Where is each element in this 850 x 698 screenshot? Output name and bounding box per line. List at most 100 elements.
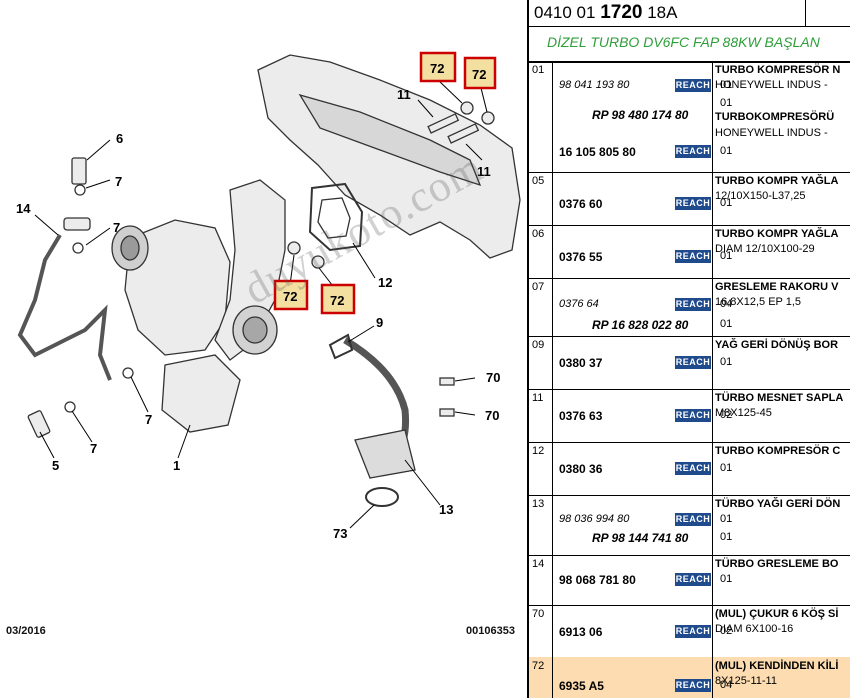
callout-11: 11 bbox=[397, 87, 411, 102]
part-reference[interactable]: 0376 55 bbox=[559, 250, 603, 264]
item-number: 11 bbox=[532, 392, 544, 404]
table-row[interactable]: 72 6935 A5 REACH 04 (MUL) KENDİNDEN KİLİ 8X12… bbox=[529, 657, 850, 698]
section-code: 0410 01 1720 18A bbox=[534, 2, 678, 23]
wastegate bbox=[161, 354, 241, 433]
part-reference[interactable]: 0376 60 bbox=[559, 197, 603, 211]
part-reference[interactable]: RP 98 144 741 80 bbox=[592, 531, 689, 545]
part-description: M8X125-45 bbox=[715, 407, 772, 419]
reach-badge: REACH bbox=[675, 462, 711, 475]
panel-header: 0410 01 1720 18A bbox=[529, 0, 850, 27]
part-reference[interactable]: RP 16 828 022 80 bbox=[592, 318, 689, 332]
reach-badge: REACH bbox=[675, 298, 711, 311]
table-row[interactable]: 12 0380 36 REACH 01 TURBO KOMPRESÖR C bbox=[529, 442, 850, 496]
callout-7: 7 bbox=[145, 412, 152, 427]
reach-badge: REACH bbox=[675, 573, 711, 586]
part-description: YAĞ GERİ DÖNÜŞ BOR bbox=[715, 339, 839, 351]
quantity: 01 bbox=[720, 356, 733, 368]
part-description: TURBO KOMPRESÖR C bbox=[715, 445, 841, 457]
diagram-date: 03/2016 bbox=[6, 625, 46, 637]
part-description: TÜRBO MESNET SAPLA bbox=[715, 392, 844, 404]
part-reference[interactable]: 98 036 994 80 bbox=[559, 513, 630, 525]
quantity: 01 bbox=[720, 513, 733, 525]
part-reference[interactable]: RP 98 480 174 80 bbox=[592, 108, 689, 122]
part-reference[interactable]: 0376 64 bbox=[559, 298, 599, 310]
part-reference[interactable]: 98 041 193 80 bbox=[559, 79, 630, 91]
table-row[interactable]: 70 6913 06 REACH 02 (MUL) ÇUKUR 6 KÖŞ Sİ DIAM… bbox=[529, 605, 850, 658]
part-reference[interactable]: 0380 36 bbox=[559, 462, 603, 476]
callout-6: 6 bbox=[116, 131, 123, 146]
part-reference[interactable]: 6913 06 bbox=[559, 625, 603, 639]
turbo-drawing: 72 72 11 11 6 7 7 14 12 72 72 9 7 70 70 … bbox=[16, 51, 521, 541]
reach-badge: REACH bbox=[675, 197, 711, 210]
part-reference[interactable]: 16 105 805 80 bbox=[559, 145, 636, 159]
quantity: 01 bbox=[720, 462, 733, 474]
callout-70: 70 bbox=[486, 370, 500, 385]
quantity: 01 bbox=[720, 197, 733, 209]
quantity: 01 bbox=[720, 573, 733, 585]
quantity: 04 bbox=[720, 298, 733, 310]
quantity: 04 bbox=[720, 679, 733, 691]
reach-badge: REACH bbox=[675, 679, 711, 692]
item-number: 12 bbox=[532, 445, 545, 457]
part-description: DIAM 6X100-16 bbox=[715, 623, 794, 635]
part-description: TÜRBO GRESLEME BO bbox=[715, 558, 839, 570]
item-number: 72 bbox=[532, 660, 545, 672]
part-description: 12/10X150-L37,25 bbox=[715, 190, 806, 202]
quantity: 01 bbox=[720, 97, 733, 109]
callout-7: 7 bbox=[113, 220, 120, 235]
callout-12: 12 bbox=[378, 275, 392, 290]
callout-7: 7 bbox=[90, 441, 97, 456]
callout-73: 73 bbox=[333, 526, 347, 541]
reach-badge: REACH bbox=[675, 250, 711, 263]
item-number: 01 bbox=[532, 64, 545, 76]
part-description: (MUL) ÇUKUR 6 KÖŞ Sİ bbox=[715, 608, 839, 620]
callout-72: 72 bbox=[330, 293, 344, 308]
part-description: HONEYWELL INDUS - bbox=[715, 127, 828, 139]
compressor-housing bbox=[124, 219, 231, 356]
part-reference[interactable]: 6935 A5 bbox=[559, 679, 604, 693]
callout-7: 7 bbox=[115, 174, 122, 189]
table-row[interactable]: 01 98 041 193 80 REACH RP 98 480 174 80 16 1… bbox=[529, 61, 850, 173]
reach-badge: REACH bbox=[675, 79, 711, 92]
part-description: TURBO KOMPRESÖR N bbox=[715, 64, 841, 76]
part-reference[interactable]: 0376 63 bbox=[559, 409, 603, 423]
part-description: 8X125-11-11 bbox=[715, 675, 777, 687]
quantity: 01 bbox=[720, 531, 733, 543]
callout-72: 72 bbox=[430, 61, 444, 76]
part-reference[interactable]: 98 068 781 80 bbox=[559, 573, 636, 587]
diagram-code: 00106353 bbox=[466, 625, 515, 637]
quantity: 01 bbox=[720, 318, 733, 330]
table-row[interactable]: 09 0380 37 REACH 01 YAĞ GERİ DÖNÜŞ BOR bbox=[529, 336, 850, 390]
part-description: DIAM 12/10X100-29 bbox=[715, 243, 815, 255]
callout-72: 72 bbox=[283, 289, 297, 304]
callout-5: 5 bbox=[52, 458, 59, 473]
exploded-parts-diagram: 72 72 11 11 6 7 7 14 12 72 72 9 7 70 70 … bbox=[6, 51, 521, 637]
gasket bbox=[308, 182, 364, 252]
callout-13: 13 bbox=[439, 502, 453, 517]
section-subtitle: DİZEL TURBO DV6FC FAP 88KW BAŞLAN bbox=[529, 27, 850, 63]
part-reference[interactable]: 0380 37 bbox=[559, 356, 603, 370]
item-number: 06 bbox=[532, 228, 545, 240]
part-description: TURBOKOMPRESÖRÜ bbox=[715, 111, 835, 123]
item-number: 09 bbox=[532, 339, 545, 351]
reach-badge: REACH bbox=[675, 409, 711, 422]
item-number: 05 bbox=[532, 175, 545, 187]
part-description: (MUL) KENDİNDEN KİLİ bbox=[715, 660, 839, 672]
part-description: 16,8X12,5 EP 1,5 bbox=[715, 296, 802, 308]
reach-badge: REACH bbox=[675, 625, 711, 638]
callout-11: 11 bbox=[477, 164, 491, 179]
part-description: TÜRBO YAĞI GERİ DÖN bbox=[715, 498, 841, 510]
item-number: 70 bbox=[532, 608, 545, 620]
reach-badge: REACH bbox=[675, 356, 711, 369]
table-row[interactable]: 05 0376 60 REACH 01 TURBO KOMPR YAĞLA 12/10X1… bbox=[529, 172, 850, 226]
quantity: 02 bbox=[720, 625, 733, 637]
reach-badge: REACH bbox=[675, 513, 711, 526]
quantity: 01 bbox=[720, 79, 733, 91]
callout-70: 70 bbox=[485, 408, 499, 423]
part-description: TURBO KOMPR YAĞLA bbox=[715, 175, 839, 187]
